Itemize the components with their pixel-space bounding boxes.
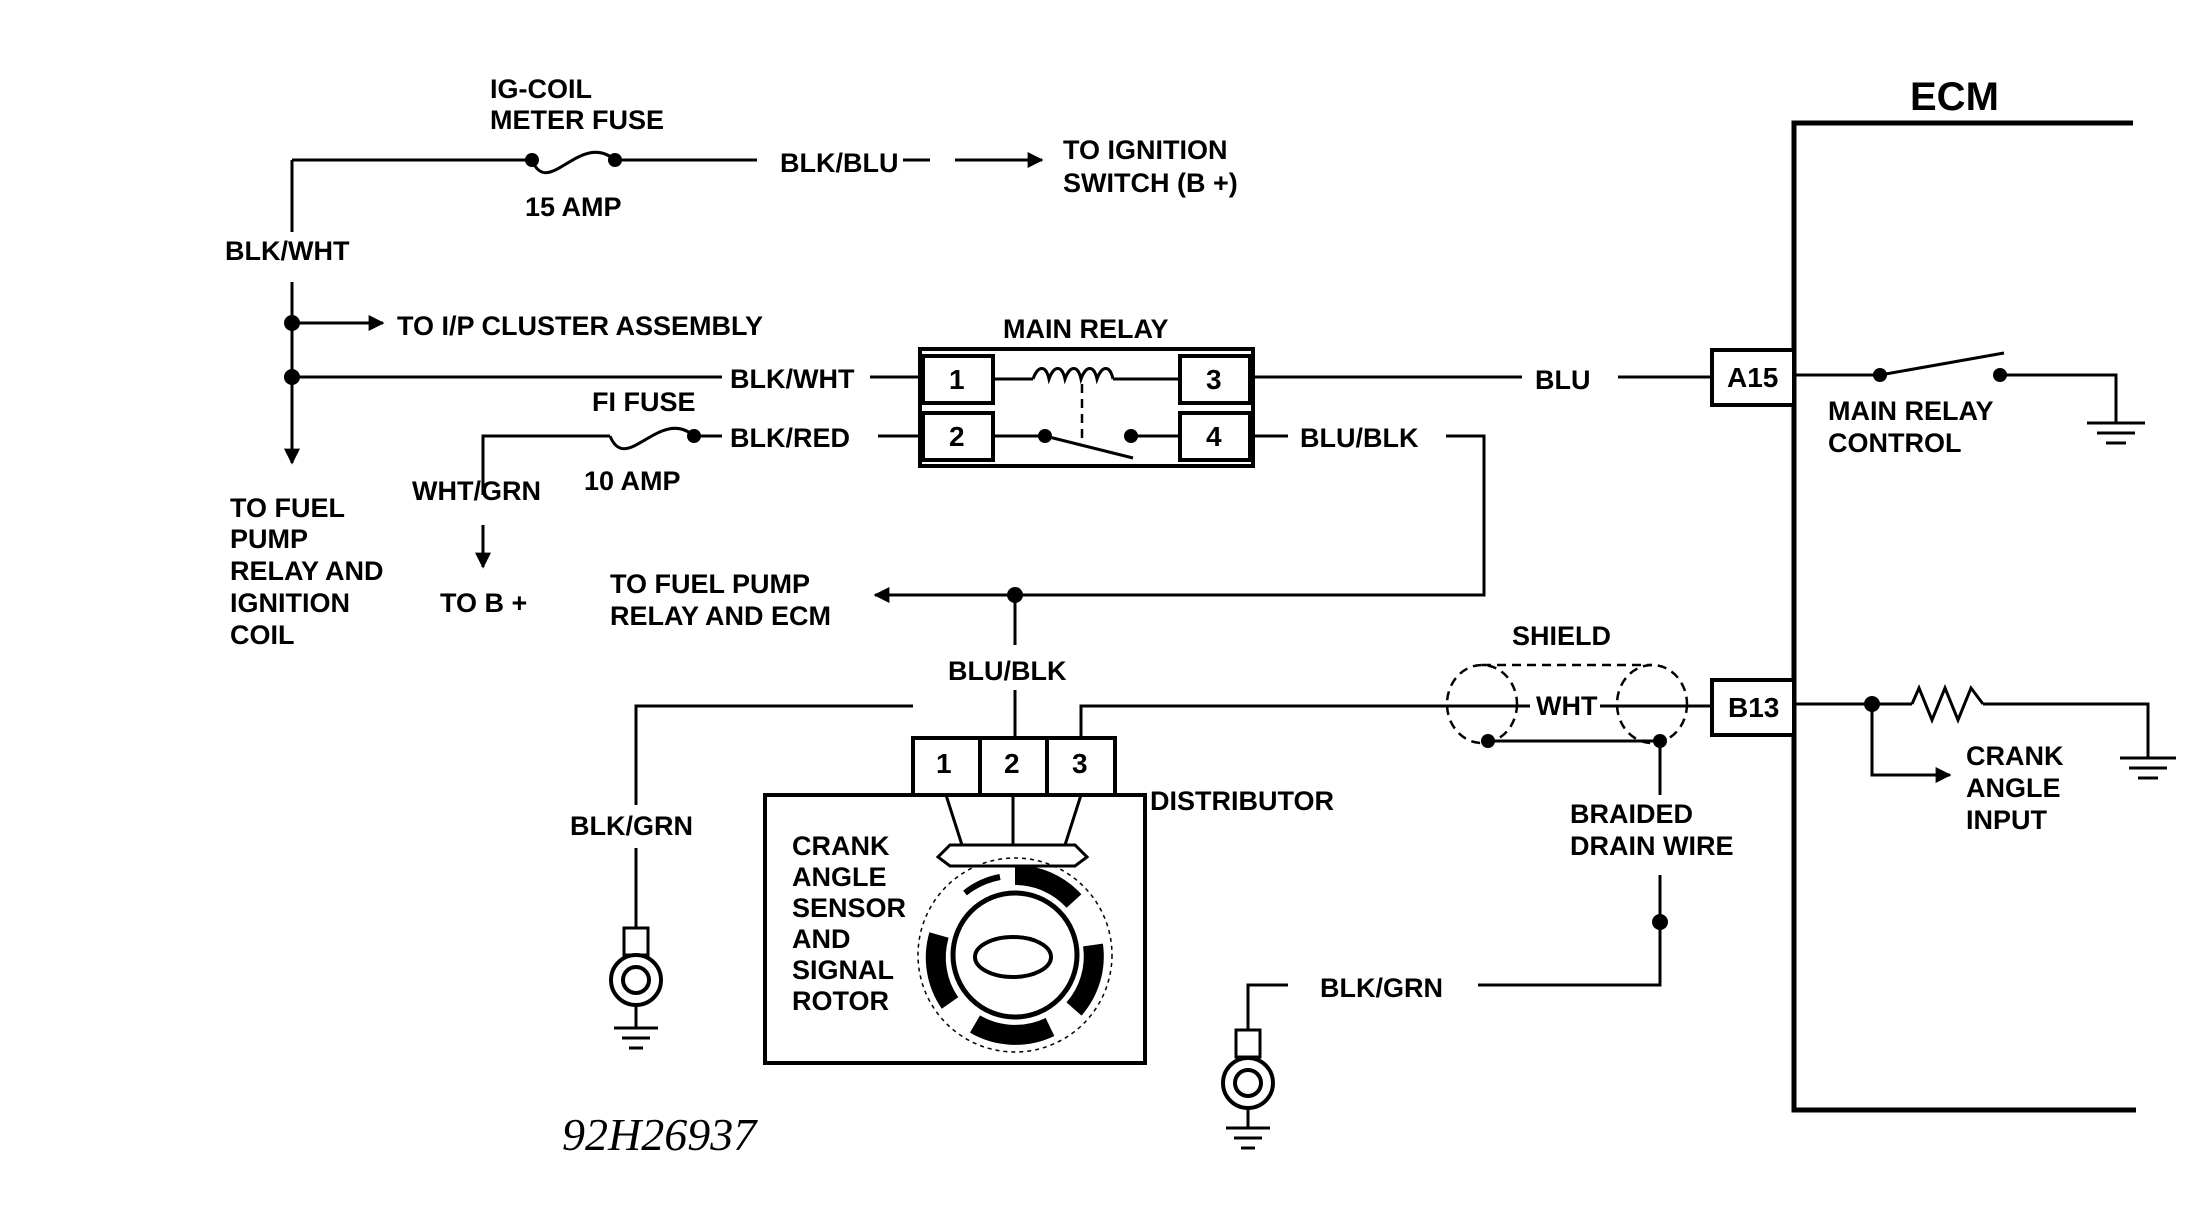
main-relay-control-label-1: MAIN RELAY — [1828, 396, 1994, 426]
connector-a15: A15 — [1710, 348, 1796, 407]
fi-fuse-circuit — [475, 426, 918, 569]
distributor-pin-1: 1 — [936, 748, 952, 779]
wire-label-blk-wht-relay: BLK/WHT — [730, 364, 855, 394]
fuel-pump-ignition-label-5: COIL — [230, 620, 295, 650]
fuel-pump-ignition-label-1: TO FUEL — [230, 493, 345, 523]
distributor — [763, 736, 1147, 1065]
distributor-pin-2-box — [978, 736, 1049, 797]
main-relay-pin-1: 1 — [949, 364, 965, 395]
sensor-label-4: AND — [792, 924, 851, 954]
ignition-switch-label-1: TO IGNITION — [1063, 135, 1228, 165]
wire-label-blk-grn-left: BLK/GRN — [570, 811, 693, 841]
wire-label-wht-grn: WHT/GRN — [412, 476, 541, 506]
fuel-pump-ignition-label-3: RELAY AND — [230, 556, 384, 586]
ecm-box: ECM — [1791, 75, 2136, 1113]
ip-cluster-label: TO I/P CLUSTER ASSEMBLY — [397, 311, 763, 341]
crank-angle-input-label-1: CRANK — [1966, 741, 2064, 771]
wire-label-wht: WHT — [1536, 691, 1598, 721]
wire-label-blk-red: BLK/RED — [730, 423, 850, 453]
igcoil-fuse-label-1: IG-COIL — [490, 74, 592, 104]
main-relay-pin-2: 2 — [949, 421, 965, 452]
fuel-pump-ignition-label-4: IGNITION — [230, 588, 350, 618]
main-relay-control-label-2: CONTROL — [1828, 428, 1961, 458]
drain-label-1: BRAIDED — [1570, 799, 1693, 829]
sensor-label-1: CRANK — [792, 831, 890, 861]
wire-label-blu: BLU — [1535, 365, 1591, 395]
wht-shielded-wire — [1079, 663, 1712, 1150]
igcoil-fuse-symbol — [530, 150, 616, 175]
to-b-plus-label: TO B + — [440, 588, 527, 618]
ecm-title: ECM — [1910, 75, 1999, 119]
wire-label-blk-blu: BLK/BLU — [780, 148, 898, 178]
sensor-pickup-bracket — [935, 843, 1090, 868]
connector-b13-label: B13 — [1728, 692, 1779, 723]
crank-angle-input-circuit — [1794, 684, 2176, 783]
distributor-body — [763, 793, 1147, 1065]
blk-wht-supply-circuit — [284, 150, 1044, 465]
signal-rotor-center — [973, 935, 1053, 979]
main-relay-title: MAIN RELAY — [1003, 314, 1169, 344]
fi-fuse-label: FI FUSE — [592, 387, 696, 417]
distributor-pin-3-box — [1045, 736, 1117, 797]
ignition-switch-label-2: SWITCH (B +) — [1063, 168, 1238, 198]
sensor-label-6: ROTOR — [792, 986, 889, 1016]
drain-label-2: DRAIN WIRE — [1570, 831, 1734, 861]
sensor-label-5: SIGNAL — [792, 955, 894, 985]
crank-angle-input-label-3: INPUT — [1966, 805, 2048, 835]
blk-grn-ground-left — [609, 704, 913, 1050]
distributor-label: DISTRIBUTOR — [1150, 786, 1334, 816]
ground-symbol-left — [614, 1005, 658, 1050]
wire-label-blu-blk-dist: BLU/BLK — [948, 656, 1067, 686]
blu-blk-wire — [873, 434, 1486, 738]
fi-fuse-rating: 10 AMP — [584, 466, 681, 496]
main-relay-control-circuit — [1794, 351, 2145, 445]
crank-angle-input-label-2: ANGLE — [1966, 773, 2061, 803]
relay-switch-contact — [1044, 434, 1134, 460]
igcoil-fuse-rating: 15 AMP — [525, 192, 622, 222]
fi-fuse-symbol — [608, 426, 695, 451]
figure-code: 92H26937 — [562, 1109, 758, 1160]
connector-b13: B13 — [1710, 678, 1796, 737]
signal-rotor-outline — [917, 857, 1113, 1053]
distributor-pin-3: 3 — [1072, 748, 1088, 779]
fuel-pump-ecm-label-1: TO FUEL PUMP — [610, 569, 810, 599]
sensor-label-2: ANGLE — [792, 862, 887, 892]
igcoil-fuse-label-2: METER FUSE — [490, 105, 664, 135]
fuel-pump-ignition-label-2: PUMP — [230, 524, 308, 554]
ground-symbol-relay-control — [2087, 421, 2145, 445]
ground-symbol-crank-input — [2120, 756, 2176, 780]
shield-label: SHIELD — [1512, 621, 1611, 651]
wire-label-blu-blk-relay: BLU/BLK — [1300, 423, 1419, 453]
wire-label-blk-wht-top: BLK/WHT — [225, 236, 350, 266]
fuel-pump-ecm-label-2: RELAY AND ECM — [610, 601, 831, 631]
main-relay — [918, 347, 1255, 468]
connector-a15-label: A15 — [1727, 362, 1778, 393]
sensor-label-3: SENSOR — [792, 893, 906, 923]
wire-label-blk-grn-bottom: BLK/GRN — [1320, 973, 1443, 1003]
main-relay-pin-3: 3 — [1206, 364, 1222, 395]
ground-symbol-drain — [1226, 1108, 1270, 1150]
main-relay-pin-4: 4 — [1206, 421, 1222, 452]
distributor-pin-2: 2 — [1004, 748, 1020, 779]
resistor-symbol — [1910, 684, 1985, 724]
relay-coil-symbol — [1031, 367, 1115, 385]
